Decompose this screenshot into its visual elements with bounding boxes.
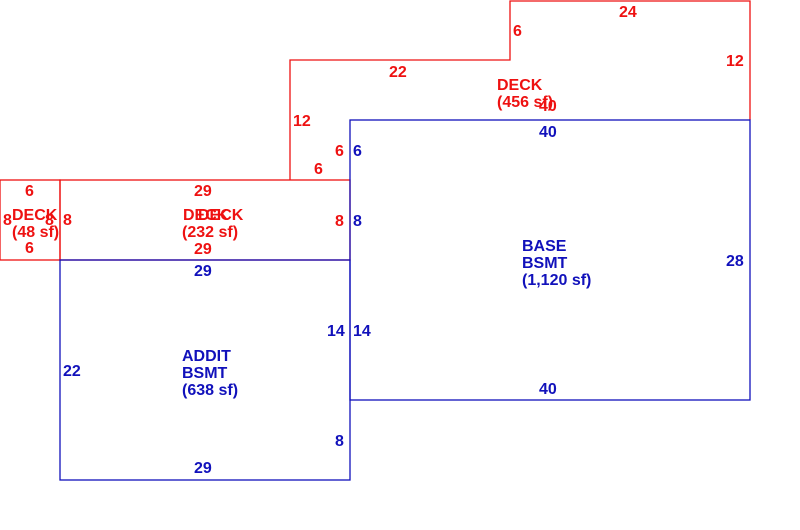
deck-upper-label: DECK (456 sf) xyxy=(497,77,553,111)
deck-small-outline xyxy=(0,179,61,261)
addit-bsmt-label: ADDIT BSMT (638 sf) xyxy=(182,348,238,399)
dim-base-right: 28 xyxy=(726,253,744,270)
dim-deck-middle-right: 8 xyxy=(335,213,344,230)
dim-deck-upper-right: 12 xyxy=(726,53,744,70)
deck-small-label: DECK (48 sf) xyxy=(12,207,62,241)
deck-middle-label-a: DECK xyxy=(183,207,229,224)
dim-addit-bottom: 29 xyxy=(194,460,212,477)
dim-addit-right-lower: 8 xyxy=(335,433,344,450)
dim-base-left-top: 6 xyxy=(353,143,362,160)
dim-deck-upper-step: 6 xyxy=(513,23,522,40)
dim-addit-top: 29 xyxy=(194,263,212,280)
deck-middle-label-b: DECK (232 sf) xyxy=(182,207,248,241)
dim-deck-upper-mid: 22 xyxy=(389,64,407,81)
dim-deck-small-top: 6 xyxy=(25,183,34,200)
dim-base-top: 40 xyxy=(539,124,557,141)
dim-deck-middle-top: 29 xyxy=(194,183,212,200)
dim-addit-right-upper: 14 xyxy=(327,323,345,340)
dim-deck-upper-left: 12 xyxy=(293,113,311,130)
dim-deck-upper-base: 40 xyxy=(539,98,557,115)
dim-deck-upper-top: 24 xyxy=(619,4,637,21)
dim-deck-upper-notch: 6 xyxy=(335,143,344,160)
deck-upper-outline xyxy=(289,0,751,180)
base-bsmt-label: BASE BSMT (1,120 sf) xyxy=(522,238,591,289)
dim-deck-small-bottom: 6 xyxy=(25,240,34,257)
dim-base-left-bottom: 14 xyxy=(353,323,371,340)
dim-deck-small-left: 8 xyxy=(3,212,12,229)
dim-base-left-mid: 8 xyxy=(353,213,362,230)
addit-bsmt-outline xyxy=(59,259,351,481)
dim-deck-middle-bottom: 29 xyxy=(194,241,212,258)
dim-deck-small-right: 8 xyxy=(45,212,54,229)
dim-deck-upper-bottom: 6 xyxy=(314,161,323,178)
dim-addit-left: 22 xyxy=(63,363,81,380)
dim-base-bottom: 40 xyxy=(539,381,557,398)
dim-deck-middle-left: 8 xyxy=(63,212,72,229)
